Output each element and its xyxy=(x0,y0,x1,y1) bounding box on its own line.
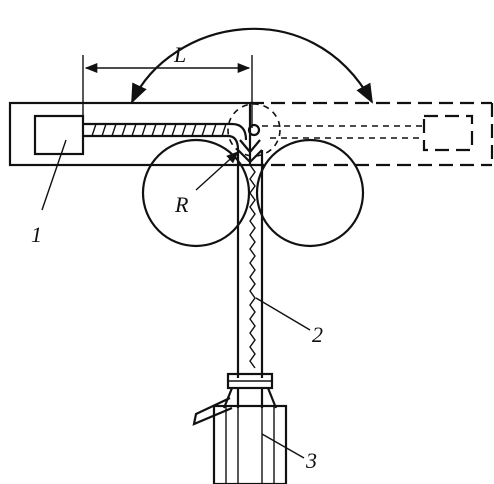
pivot-disk xyxy=(227,103,281,157)
roller-right xyxy=(255,138,365,248)
label-length: L xyxy=(173,42,186,67)
leader-R xyxy=(195,151,239,191)
specimen-hatching-horizontal xyxy=(91,123,227,137)
clamp-block-rotated xyxy=(422,114,474,152)
leader-1 xyxy=(41,139,67,211)
bending-arm xyxy=(8,101,252,167)
specimen-strip-horizontal xyxy=(83,122,248,151)
leader-2 xyxy=(255,297,311,331)
specimen-zigzag-vertical xyxy=(249,164,256,369)
label-part-3: 3 xyxy=(305,448,317,473)
bending-arm-rotated-outline xyxy=(250,101,494,167)
pivot-center xyxy=(247,123,261,137)
label-part-1: 1 xyxy=(31,222,42,247)
roller-left xyxy=(141,138,251,248)
load-weight xyxy=(212,404,288,484)
clamp-block xyxy=(33,114,85,156)
leader-3 xyxy=(261,433,305,459)
bend-chevron xyxy=(237,139,263,164)
label-part-2: 2 xyxy=(312,322,323,347)
label-radius: R xyxy=(174,192,189,217)
